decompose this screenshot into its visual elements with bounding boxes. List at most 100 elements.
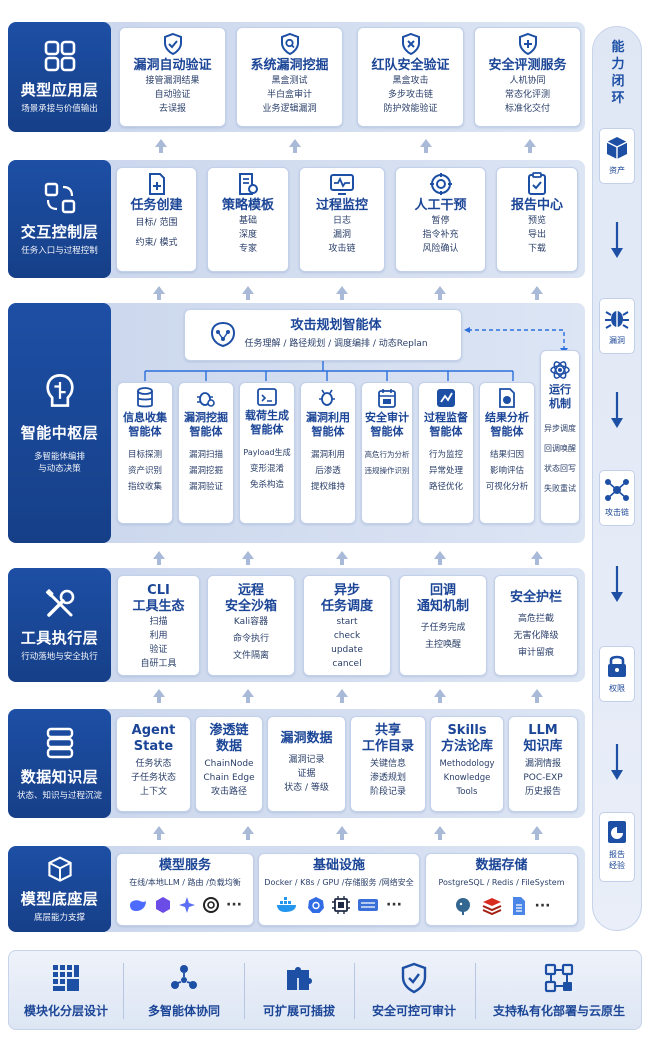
card-line: Chain Edge bbox=[203, 773, 255, 783]
card-line: 异步调度 bbox=[544, 424, 576, 433]
divider bbox=[123, 963, 124, 1019]
clipboard-check-icon bbox=[528, 172, 546, 195]
up-arrow-icon bbox=[155, 139, 167, 153]
card-line: 变形混淆 bbox=[249, 464, 284, 474]
data-card-agent-state: Agent State 任务状态 子任务状态 上下文 bbox=[116, 716, 191, 812]
card-title: 报告中心 bbox=[510, 198, 563, 213]
card-title: Agent bbox=[131, 723, 176, 738]
rail-item-report: 报告 经验 bbox=[599, 812, 635, 882]
flow-chart-icon bbox=[437, 389, 455, 407]
data-layer-label: 数据知识层 状态、知识与过程沉淀 bbox=[8, 709, 111, 818]
atom-icon bbox=[550, 361, 570, 379]
card-line: 漏洞情报 bbox=[524, 759, 561, 769]
card-title: 机制 bbox=[549, 397, 571, 410]
interaction-card-task-create: 任务创建 目标/ 范围 约束/ 模式 bbox=[116, 167, 197, 272]
card-title: State bbox=[133, 739, 174, 754]
up-arrow-icon bbox=[242, 286, 254, 300]
card-line: 攻击路径 bbox=[210, 787, 247, 797]
app-card-vuln-verify: 漏洞自动验证 接管漏洞结果 自动验证 去误报 bbox=[119, 27, 226, 127]
cycle-icon bbox=[44, 182, 75, 214]
agent-card-vuln-mining: 漏洞挖掘 智能体 漏洞扫描 漏洞挖掘 漏洞验证 bbox=[178, 382, 234, 524]
rail-item-label: 攻击链 bbox=[605, 508, 629, 517]
card-line: 专家 bbox=[238, 244, 257, 254]
up-arrow-icon bbox=[153, 826, 165, 840]
more-icon: ··· bbox=[386, 897, 402, 913]
agent-card-exploit: 漏洞利用 智能体 漏洞利用 后渗透 提权维持 bbox=[300, 382, 356, 524]
card-line: 黑盒攻击 bbox=[392, 76, 429, 86]
card-title: 安全审计 bbox=[365, 411, 409, 424]
card-title: 任务创建 bbox=[130, 198, 183, 213]
card-line: 暂停 bbox=[431, 216, 450, 226]
gpu-chip-icon bbox=[332, 896, 351, 914]
card-line: 违规操作识别 bbox=[364, 466, 410, 475]
card-line: 状态回写 bbox=[544, 464, 576, 473]
up-arrow-icon bbox=[434, 286, 446, 300]
layer-title: 交互控制层 bbox=[20, 223, 99, 241]
card-line: 渗透规划 bbox=[369, 773, 406, 783]
card-title: 结果分析 bbox=[485, 411, 529, 424]
interaction-card-report: 报告中心 预览 导出 下载 bbox=[496, 167, 578, 272]
layer-subtitle: 状态、知识与过程沉淀 bbox=[16, 790, 102, 801]
base-group-storage: 数据存储 PostgreSQL / Redis / FileSystem ··· bbox=[425, 853, 578, 926]
network-icon bbox=[605, 479, 629, 501]
shield-plus-icon bbox=[518, 32, 537, 56]
feature-modular: 模块化分层设计 bbox=[9, 951, 123, 1031]
application-layer-label: 典型应用层 场景承接与价值输出 bbox=[8, 22, 111, 132]
data-card-chain: 渗透链 数据 ChainNode Chain Edge 攻击路径 bbox=[195, 716, 263, 812]
feature-label: 模块化分层设计 bbox=[23, 1004, 108, 1018]
rail-item-label: 报告 bbox=[609, 850, 625, 859]
rail-title-char: 闭 bbox=[611, 74, 625, 89]
tool-card-cli: CLI 工具生态 扫描 利用 验证 自研工具 bbox=[117, 575, 200, 676]
card-line: cancel bbox=[332, 659, 362, 669]
interaction-layer: 交互控制层 任务入口与过程控制 bbox=[8, 160, 585, 278]
card-title: 智能体 bbox=[311, 425, 345, 438]
redis-logo-icon bbox=[482, 898, 501, 915]
layer-subtitle: 任务入口与过程控制 bbox=[21, 246, 98, 256]
card-line: 利用 bbox=[149, 631, 168, 641]
up-arrow-icon bbox=[153, 689, 165, 703]
card-title: CLI bbox=[147, 583, 170, 598]
card-line: 资产识别 bbox=[127, 466, 162, 476]
card-title: 智能体 bbox=[429, 425, 463, 438]
up-arrow-icon bbox=[242, 551, 254, 565]
feature-auditable: 安全可控可审计 bbox=[355, 951, 473, 1031]
up-arrow-icon bbox=[434, 551, 446, 565]
report-chart-icon bbox=[499, 388, 515, 408]
add-document-icon bbox=[148, 173, 165, 195]
card-line: 人机协同 bbox=[509, 76, 546, 86]
tool-card-guardrail: 安全护栏 高危拦截 无害化降级 审计留痕 bbox=[494, 575, 578, 676]
tool-card-callback: 回调 通知机制 子任务完成 主控唤醒 bbox=[399, 575, 487, 676]
card-title: 策略模板 bbox=[221, 198, 274, 213]
bug-gear-icon bbox=[319, 389, 335, 406]
database-icon bbox=[137, 387, 153, 408]
agent-card-result: 结果分析 智能体 结果归因 影响评估 可视化分析 bbox=[479, 382, 535, 524]
card-line: 目标/ 范围 bbox=[135, 218, 178, 228]
rail-item-label: 资产 bbox=[609, 166, 625, 175]
tool-card-async: 异步 任务调度 start check update cancel bbox=[303, 575, 391, 676]
feature-label: 可扩展可插拔 bbox=[262, 1004, 335, 1018]
up-arrow-icon bbox=[336, 286, 348, 300]
card-line: 标准化交付 bbox=[504, 104, 550, 114]
card-title: 智能体 bbox=[189, 425, 223, 438]
up-arrow-icon bbox=[153, 551, 165, 565]
card-title: 安全沙箱 bbox=[224, 599, 277, 614]
card-line: Tools bbox=[456, 787, 478, 797]
card-line: 后渗透 bbox=[315, 466, 341, 476]
terminal-icon bbox=[257, 388, 277, 406]
card-line: 子任务状态 bbox=[130, 773, 176, 783]
card-line: 路径优化 bbox=[428, 482, 463, 492]
card-line: 漏洞挖掘 bbox=[188, 466, 223, 476]
layer-title: 数据知识层 bbox=[20, 767, 99, 786]
bug-search-icon bbox=[197, 392, 215, 407]
rail-item-label: 漏洞 bbox=[609, 336, 625, 345]
down-arrow-icon bbox=[611, 744, 623, 780]
more-icon: ··· bbox=[226, 897, 242, 913]
card-title: 远程 bbox=[237, 583, 264, 598]
agent-card-payload: 载荷生成 智能体 Payload生成 变形混淆 免杀构造 bbox=[239, 382, 295, 524]
card-line: 无害化降级 bbox=[513, 631, 559, 641]
card-line: 验证 bbox=[149, 645, 168, 655]
card-line: Kali容器 bbox=[233, 617, 269, 627]
card-title: 红队安全验证 bbox=[371, 58, 450, 73]
shield-search-icon bbox=[280, 32, 299, 56]
card-title: 智能体 bbox=[370, 425, 404, 438]
